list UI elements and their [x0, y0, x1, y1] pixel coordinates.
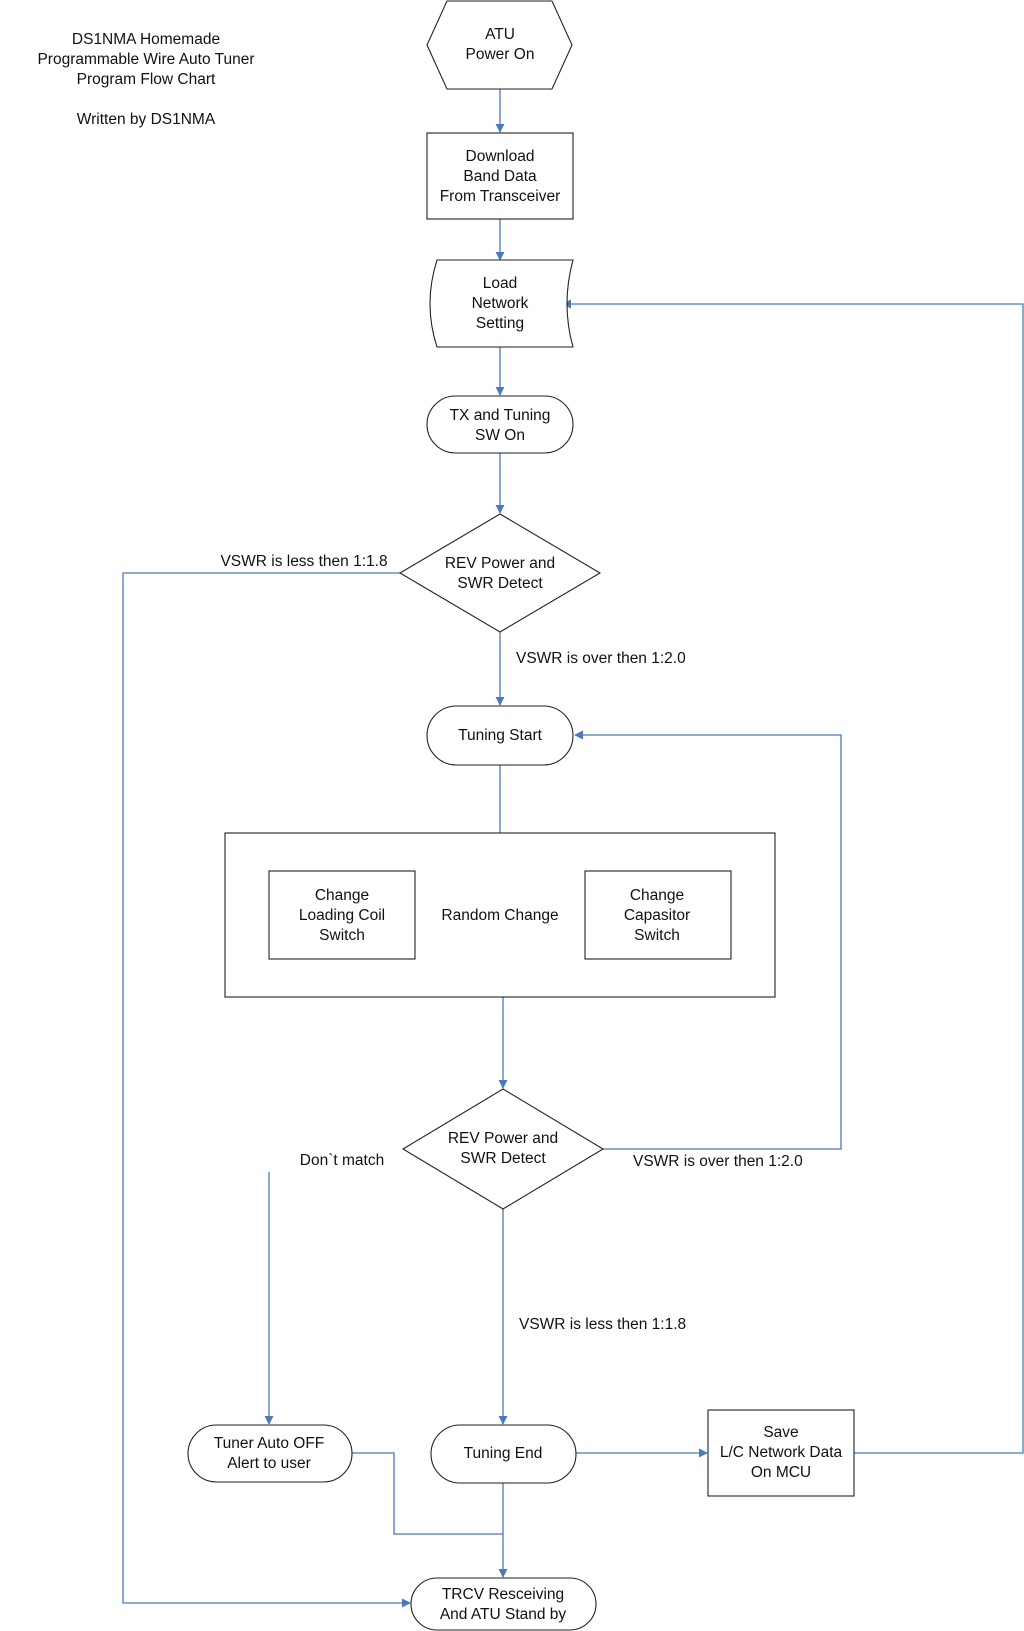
node-label-line: Band Data [463, 168, 537, 185]
node-download-band-data: Download Band Data From Transceiver [426, 132, 574, 220]
node-tuning-start: Tuning Start [426, 705, 574, 766]
node-tuning-end: Tuning End [430, 1424, 577, 1484]
node-label-line: Setting [476, 315, 524, 332]
header-title-line-2: Programmable Wire Auto Tuner [37, 51, 254, 68]
node-label-line: Tuner Auto OFF [214, 1435, 325, 1452]
node-label-line: On MCU [751, 1464, 811, 1481]
node-atu-power-on: ATU Power On [426, 0, 573, 90]
node-tx-tuning-sw-on: TX and Tuning SW On [426, 395, 574, 454]
edge-detect-1-to-standby [122, 572, 411, 1608]
node-label-line: Save [763, 1424, 798, 1441]
node-label-line: Alert to user [227, 1455, 311, 1472]
node-label-line: Load [483, 275, 517, 292]
node-label-line: Switch [319, 927, 365, 944]
node-change-loading-coil: Change Loading Coil Switch [268, 870, 416, 960]
node-rev-power-detect-1: REV Power and SWR Detect [398, 513, 602, 633]
edge-tuner-off-to-merge [352, 1452, 503, 1535]
node-label-line: From Transceiver [440, 188, 561, 205]
header-title-line-1: DS1NMA Homemade [72, 31, 220, 48]
node-label-line: Network [472, 295, 529, 312]
edge-label-vswr-less-1: VSWR is less then 1:1.8 [220, 553, 387, 570]
chart-header: DS1NMA Homemade Programmable Wire Auto T… [37, 31, 254, 128]
node-label-line: TRCV Resceiving [442, 1586, 564, 1603]
edge-detect-2-to-tuning-start [574, 730, 842, 1150]
node-label-line: SW On [475, 427, 525, 444]
node-change-capacitor: Change Capasitor Switch [584, 870, 732, 960]
node-label-line: Capasitor [624, 907, 690, 924]
node-label-line: REV Power and [445, 555, 555, 572]
edge-save-to-load [562, 299, 1024, 1454]
header-author: Written by DS1NMA [77, 111, 216, 128]
node-label-line: Change [630, 887, 684, 904]
node-label-line: SWR Detect [457, 575, 543, 592]
node-load-network-setting: Load Network Setting [429, 259, 574, 348]
edge-labels: VSWR is less then 1:1.8 VSWR is over the… [220, 553, 803, 1333]
node-label-line: L/C Network Data [720, 1444, 843, 1461]
edge-label-vswr-over-1: VSWR is over then 1:2.0 [516, 650, 686, 667]
header-title-line-3: Program Flow Chart [77, 71, 216, 88]
node-label-line: ATU [485, 26, 515, 43]
edge-label-vswr-over-2: VSWR is over then 1:2.0 [633, 1153, 803, 1170]
node-label-line: SWR Detect [460, 1150, 546, 1167]
node-label-line: Loading Coil [299, 907, 385, 924]
node-label-line: Change [315, 887, 369, 904]
node-label-line: And ATU Stand by [440, 1606, 567, 1623]
node-save-network-data: Save L/C Network Data On MCU [707, 1409, 855, 1497]
node-rev-power-detect-2: REV Power and SWR Detect [401, 1088, 605, 1210]
node-label-line: TX and Tuning [450, 407, 551, 424]
node-tuner-auto-off: Tuner Auto OFF Alert to user [187, 1424, 353, 1483]
node-label-line: Tuning Start [458, 727, 543, 744]
node-label-line: Tuning End [464, 1445, 543, 1462]
node-label-line: Switch [634, 927, 680, 944]
node-label-line: REV Power and [448, 1130, 558, 1147]
edge-label-dont-match: Don`t match [300, 1152, 384, 1169]
node-trcv-standby: TRCV Resceiving And ATU Stand by [410, 1577, 597, 1631]
random-change-label: Random Change [441, 907, 558, 924]
node-label-line: Power On [466, 46, 535, 63]
node-label-line: Download [466, 148, 535, 165]
edge-label-vswr-less-2: VSWR is less then 1:1.8 [519, 1316, 686, 1333]
